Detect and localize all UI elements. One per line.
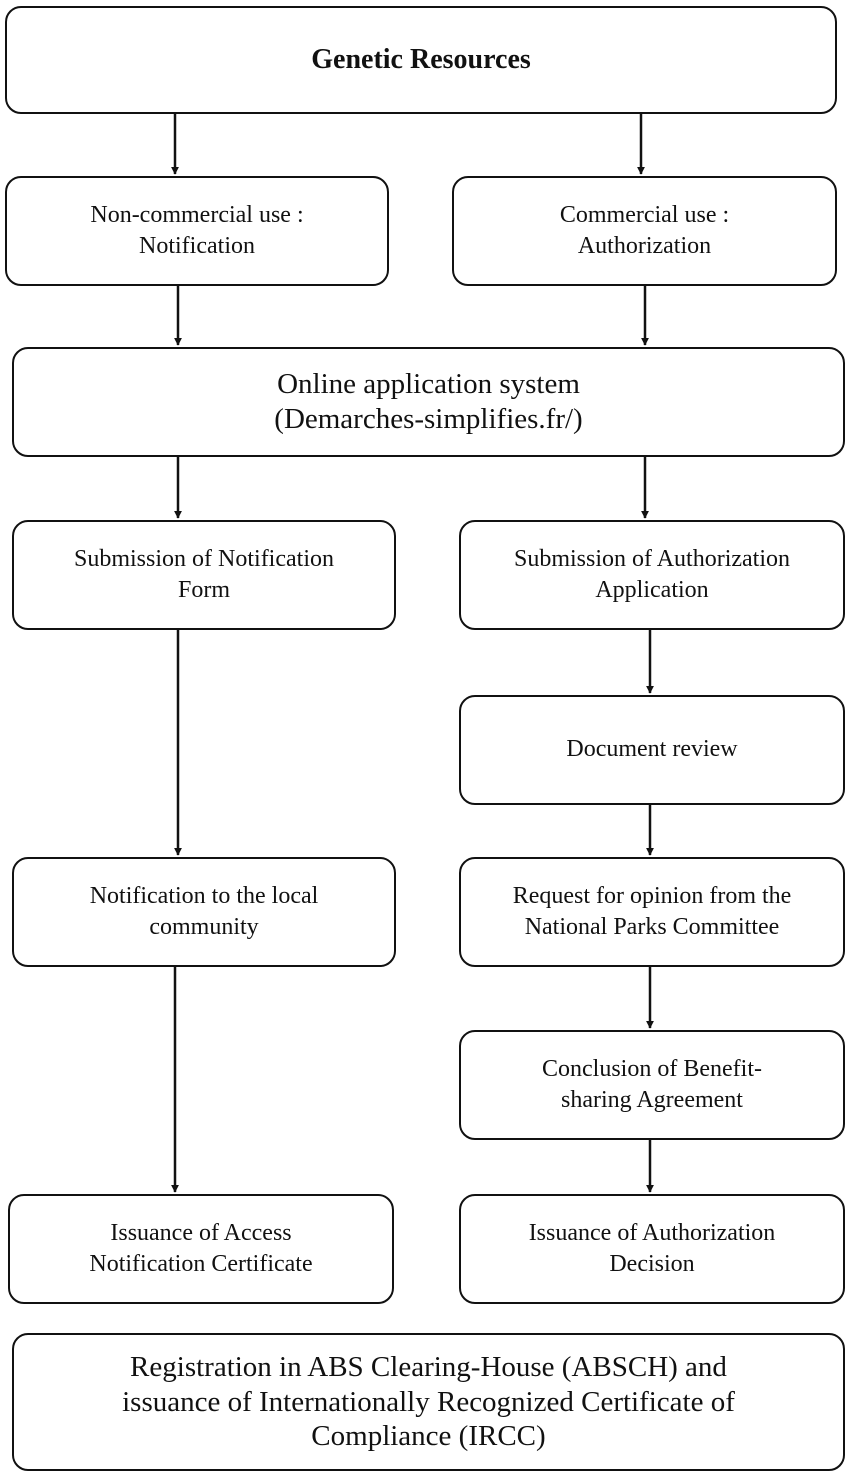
opinion-request-line1: Request for opinion from the: [512, 882, 792, 909]
access-certificate-issuance-box: Issuance of Access Notification Certific…: [8, 1194, 394, 1304]
local-community-notification-line2: community: [149, 914, 259, 940]
authorization-submission-line1: Submission of Authorization: [514, 545, 790, 572]
benefit-sharing-agreement-line1: Conclusion of Benefit-: [542, 1055, 762, 1082]
authorization-decision-issuance-line1: Issuance of Authorization: [528, 1219, 776, 1246]
local-community-notification-line1: Notification to the local: [89, 882, 319, 909]
opinion-request-box: Request for opinion from the National Pa…: [459, 857, 845, 967]
absch-registration-line2: issuance of Internationally Recognized C…: [122, 1385, 735, 1418]
notification-submission-line2: Form: [177, 577, 230, 603]
notification-submission-box: Submission of Notification Form: [12, 520, 396, 630]
authorization-decision-issuance-line2: Decision: [609, 1251, 695, 1277]
absch-registration-box: Registration in ABS Clearing-House (ABSC…: [12, 1333, 845, 1471]
absch-registration-line1: Registration in ABS Clearing-House (ABSC…: [130, 1350, 727, 1383]
commercial-use-line1: Commercial use :: [559, 201, 730, 228]
absch-registration-line3: Compliance (IRCC): [311, 1420, 546, 1453]
non-commercial-use-box: Non-commercial use : Notification: [5, 176, 389, 286]
authorization-submission-line2: Application: [595, 577, 709, 603]
benefit-sharing-agreement-line2: sharing Agreement: [561, 1087, 743, 1113]
benefit-sharing-agreement-box: Conclusion of Benefit- sharing Agreement: [459, 1030, 845, 1140]
opinion-request-line2: National Parks Committee: [524, 914, 780, 940]
document-review-box: Document review: [459, 695, 845, 805]
non-commercial-use-line1: Non-commercial use :: [90, 201, 304, 228]
non-commercial-use-line2: Notification: [139, 233, 255, 259]
notification-submission-line1: Submission of Notification: [74, 545, 334, 572]
commercial-use-line2: Authorization: [577, 233, 712, 259]
document-review-label: Document review: [566, 736, 738, 763]
access-certificate-issuance-line2: Notification Certificate: [89, 1251, 313, 1277]
access-certificate-issuance-line1: Issuance of Access: [110, 1219, 292, 1246]
authorization-decision-issuance-box: Issuance of Authorization Decision: [459, 1194, 845, 1304]
authorization-submission-box: Submission of Authorization Application: [459, 520, 845, 630]
genetic-resources-label: Genetic Resources: [311, 43, 531, 75]
online-application-system-line2: (Demarches-simplifies.fr/): [274, 403, 583, 435]
online-application-system-line1: Online application system: [277, 368, 580, 401]
commercial-use-box: Commercial use : Authorization: [452, 176, 837, 286]
online-application-system-box: Online application system (Demarches-sim…: [12, 347, 845, 457]
genetic-resources-box: Genetic Resources: [5, 6, 837, 114]
local-community-notification-box: Notification to the local community: [12, 857, 396, 967]
